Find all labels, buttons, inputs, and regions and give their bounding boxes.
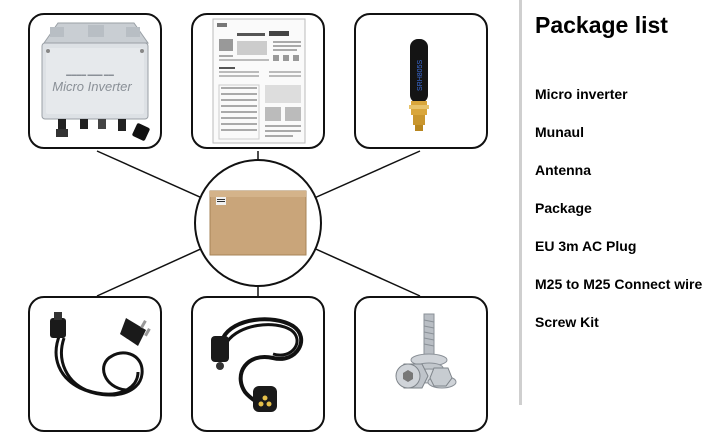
product-card-eu-plug <box>28 296 162 432</box>
micro-inverter-image: ▬▬▬▬ ▬▬▬ ▬▬ Micro Inverter <box>41 22 150 141</box>
antenna-label: SRH805S <box>417 60 424 91</box>
inverter-model-text: ▬▬▬▬ ▬▬▬ ▬▬ <box>66 72 114 78</box>
package-circle <box>194 159 322 287</box>
product-card-micro-inverter: ▬▬▬▬ ▬▬▬ ▬▬ Micro Inverter <box>28 13 162 149</box>
package-item-antenna: Antenna <box>535 162 591 178</box>
package-item-eu-plug: EU 3m AC Plug <box>535 238 637 254</box>
product-card-connect-wire <box>191 296 325 432</box>
manual-image <box>212 18 306 144</box>
eu-plug-cable-image <box>50 312 151 397</box>
panel-divider <box>519 0 522 405</box>
package-list-graphic: ▬▬▬▬ ▬▬▬ ▬▬ Micro Inverter <box>28 0 703 432</box>
product-card-manual <box>191 13 325 149</box>
package-item-screw-kit: Screw Kit <box>535 314 599 330</box>
package-item-package: Package <box>535 200 592 216</box>
antenna-image: SRH805S <box>409 39 429 131</box>
package-item-micro-inverter: Micro inverter <box>535 86 628 102</box>
screw-kit-image <box>395 313 457 389</box>
package-item-manual: Munaul <box>535 124 584 140</box>
product-card-screw-kit <box>354 296 488 432</box>
package-carton-image <box>209 190 307 256</box>
package-item-connect-wire: M25 to M25 Connect wire <box>535 276 703 292</box>
connect-wire-image <box>211 317 304 412</box>
inverter-label: Micro Inverter <box>52 79 132 94</box>
product-card-antenna: SRH805S <box>354 13 488 149</box>
package-list-title: Package list <box>535 12 668 38</box>
